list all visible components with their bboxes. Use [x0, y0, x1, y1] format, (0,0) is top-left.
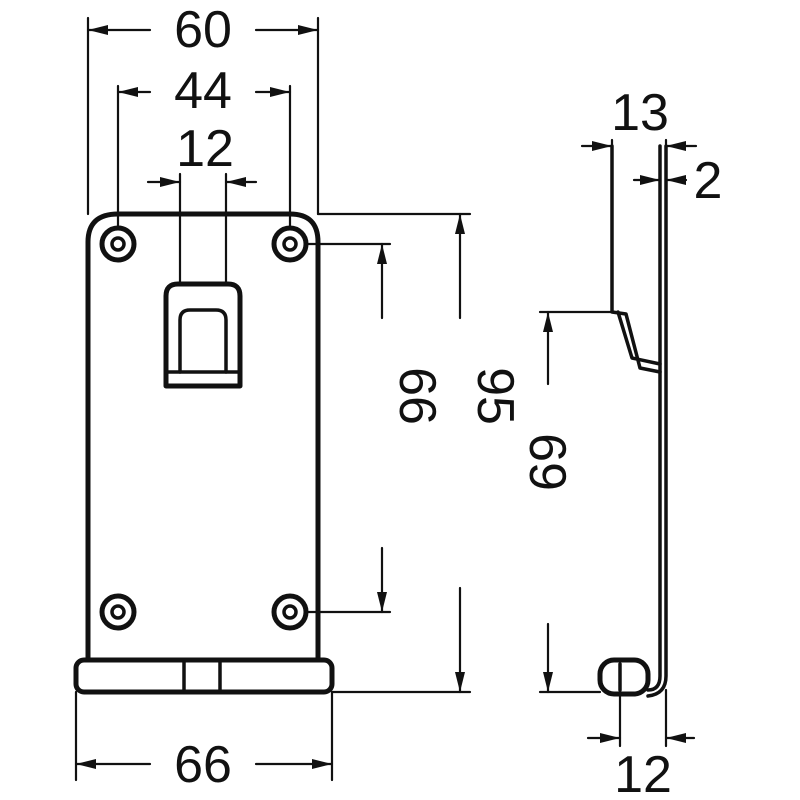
side-bent-tab-inner	[616, 310, 662, 366]
dim-total-height-label: 95	[466, 367, 524, 425]
dim-slot-width	[146, 172, 258, 286]
front-view: 60 44 12 66	[73, 1, 524, 794]
dim-thickness	[632, 168, 688, 202]
side-plate-profile-inner	[646, 144, 668, 698]
dim-side-base	[586, 688, 696, 748]
dim-hole-vertical-label: 66	[388, 367, 446, 425]
front-plate-outline	[85, 211, 321, 663]
front-base-strip	[73, 657, 335, 695]
dim-slot-width-label: 12	[176, 120, 234, 178]
dim-hole-vertical	[304, 242, 392, 614]
hole-bottom-right	[271, 593, 309, 631]
hole-bottom-left	[99, 593, 137, 631]
dim-hole-spacing	[116, 84, 292, 228]
dim-base-width	[74, 690, 334, 782]
dim-base-width-label: 66	[174, 736, 232, 794]
dim-hole-spacing-label: 44	[174, 62, 232, 120]
hole-top-left	[99, 225, 137, 263]
dim-side-base-label: 12	[614, 746, 672, 800]
slot-tab	[163, 281, 243, 389]
dim-top-width-label: 60	[174, 1, 232, 59]
dim-thickness-label: 2	[694, 152, 723, 210]
dim-side-height-label: 69	[518, 433, 576, 491]
dim-side-depth-label: 13	[611, 84, 669, 142]
hole-top-right	[271, 225, 309, 263]
dim-total-height	[316, 212, 472, 694]
side-plate-profile	[646, 144, 662, 692]
dim-top-width	[86, 16, 320, 216]
side-view: 13 2 69 12	[518, 84, 722, 800]
dim-side-height	[538, 310, 614, 694]
dim-side-depth	[580, 138, 698, 314]
side-foot	[597, 657, 651, 697]
